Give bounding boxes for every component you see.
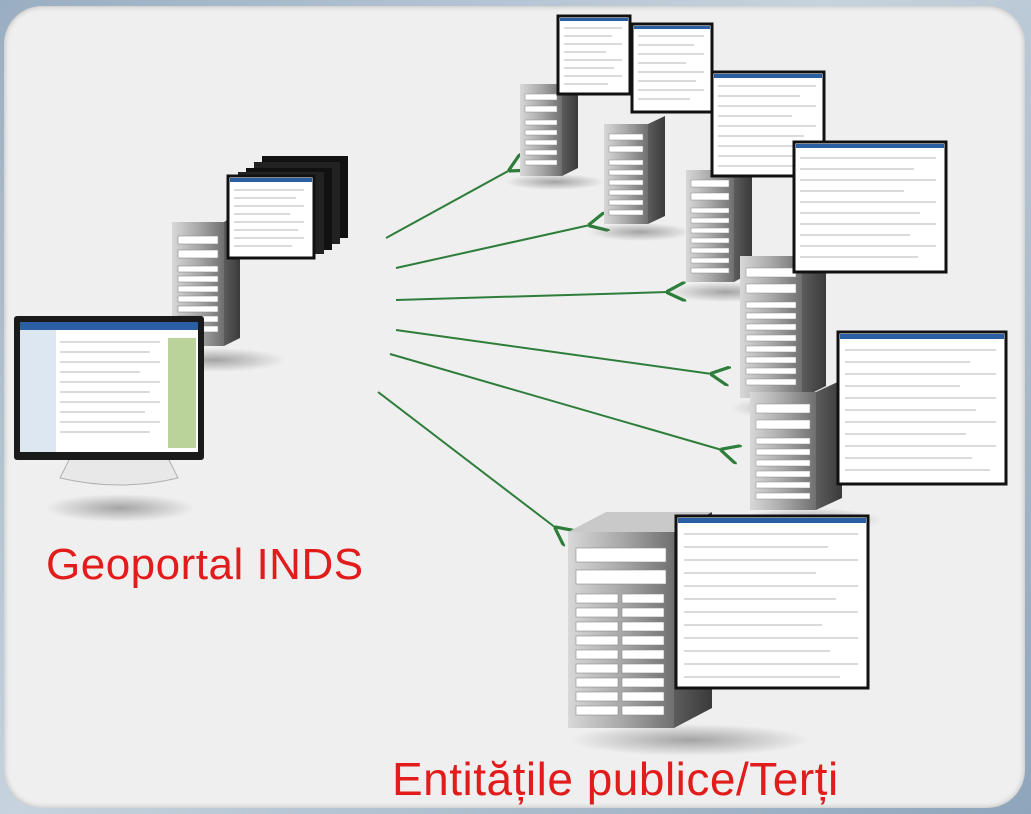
public-entities-label: Entitățile publice/Terți (392, 753, 839, 805)
remote-server-6-icon (568, 512, 870, 756)
arrow-5 (389, 353, 722, 450)
geoportal-label: Geoportal INDS (46, 540, 364, 589)
central-document-stack-icon (226, 156, 348, 260)
data-flow-arrows (377, 170, 722, 528)
portal-monitor-icon (14, 316, 204, 522)
remote-server-2-icon (588, 22, 714, 241)
arrow-6 (377, 391, 556, 528)
arrow-3 (395, 292, 668, 300)
arrow-4 (395, 329, 712, 374)
remote-server-5-icon (738, 330, 1008, 532)
remote-server-1-icon (505, 14, 632, 190)
arrow-2 (395, 225, 590, 269)
arrow-1 (385, 170, 510, 239)
